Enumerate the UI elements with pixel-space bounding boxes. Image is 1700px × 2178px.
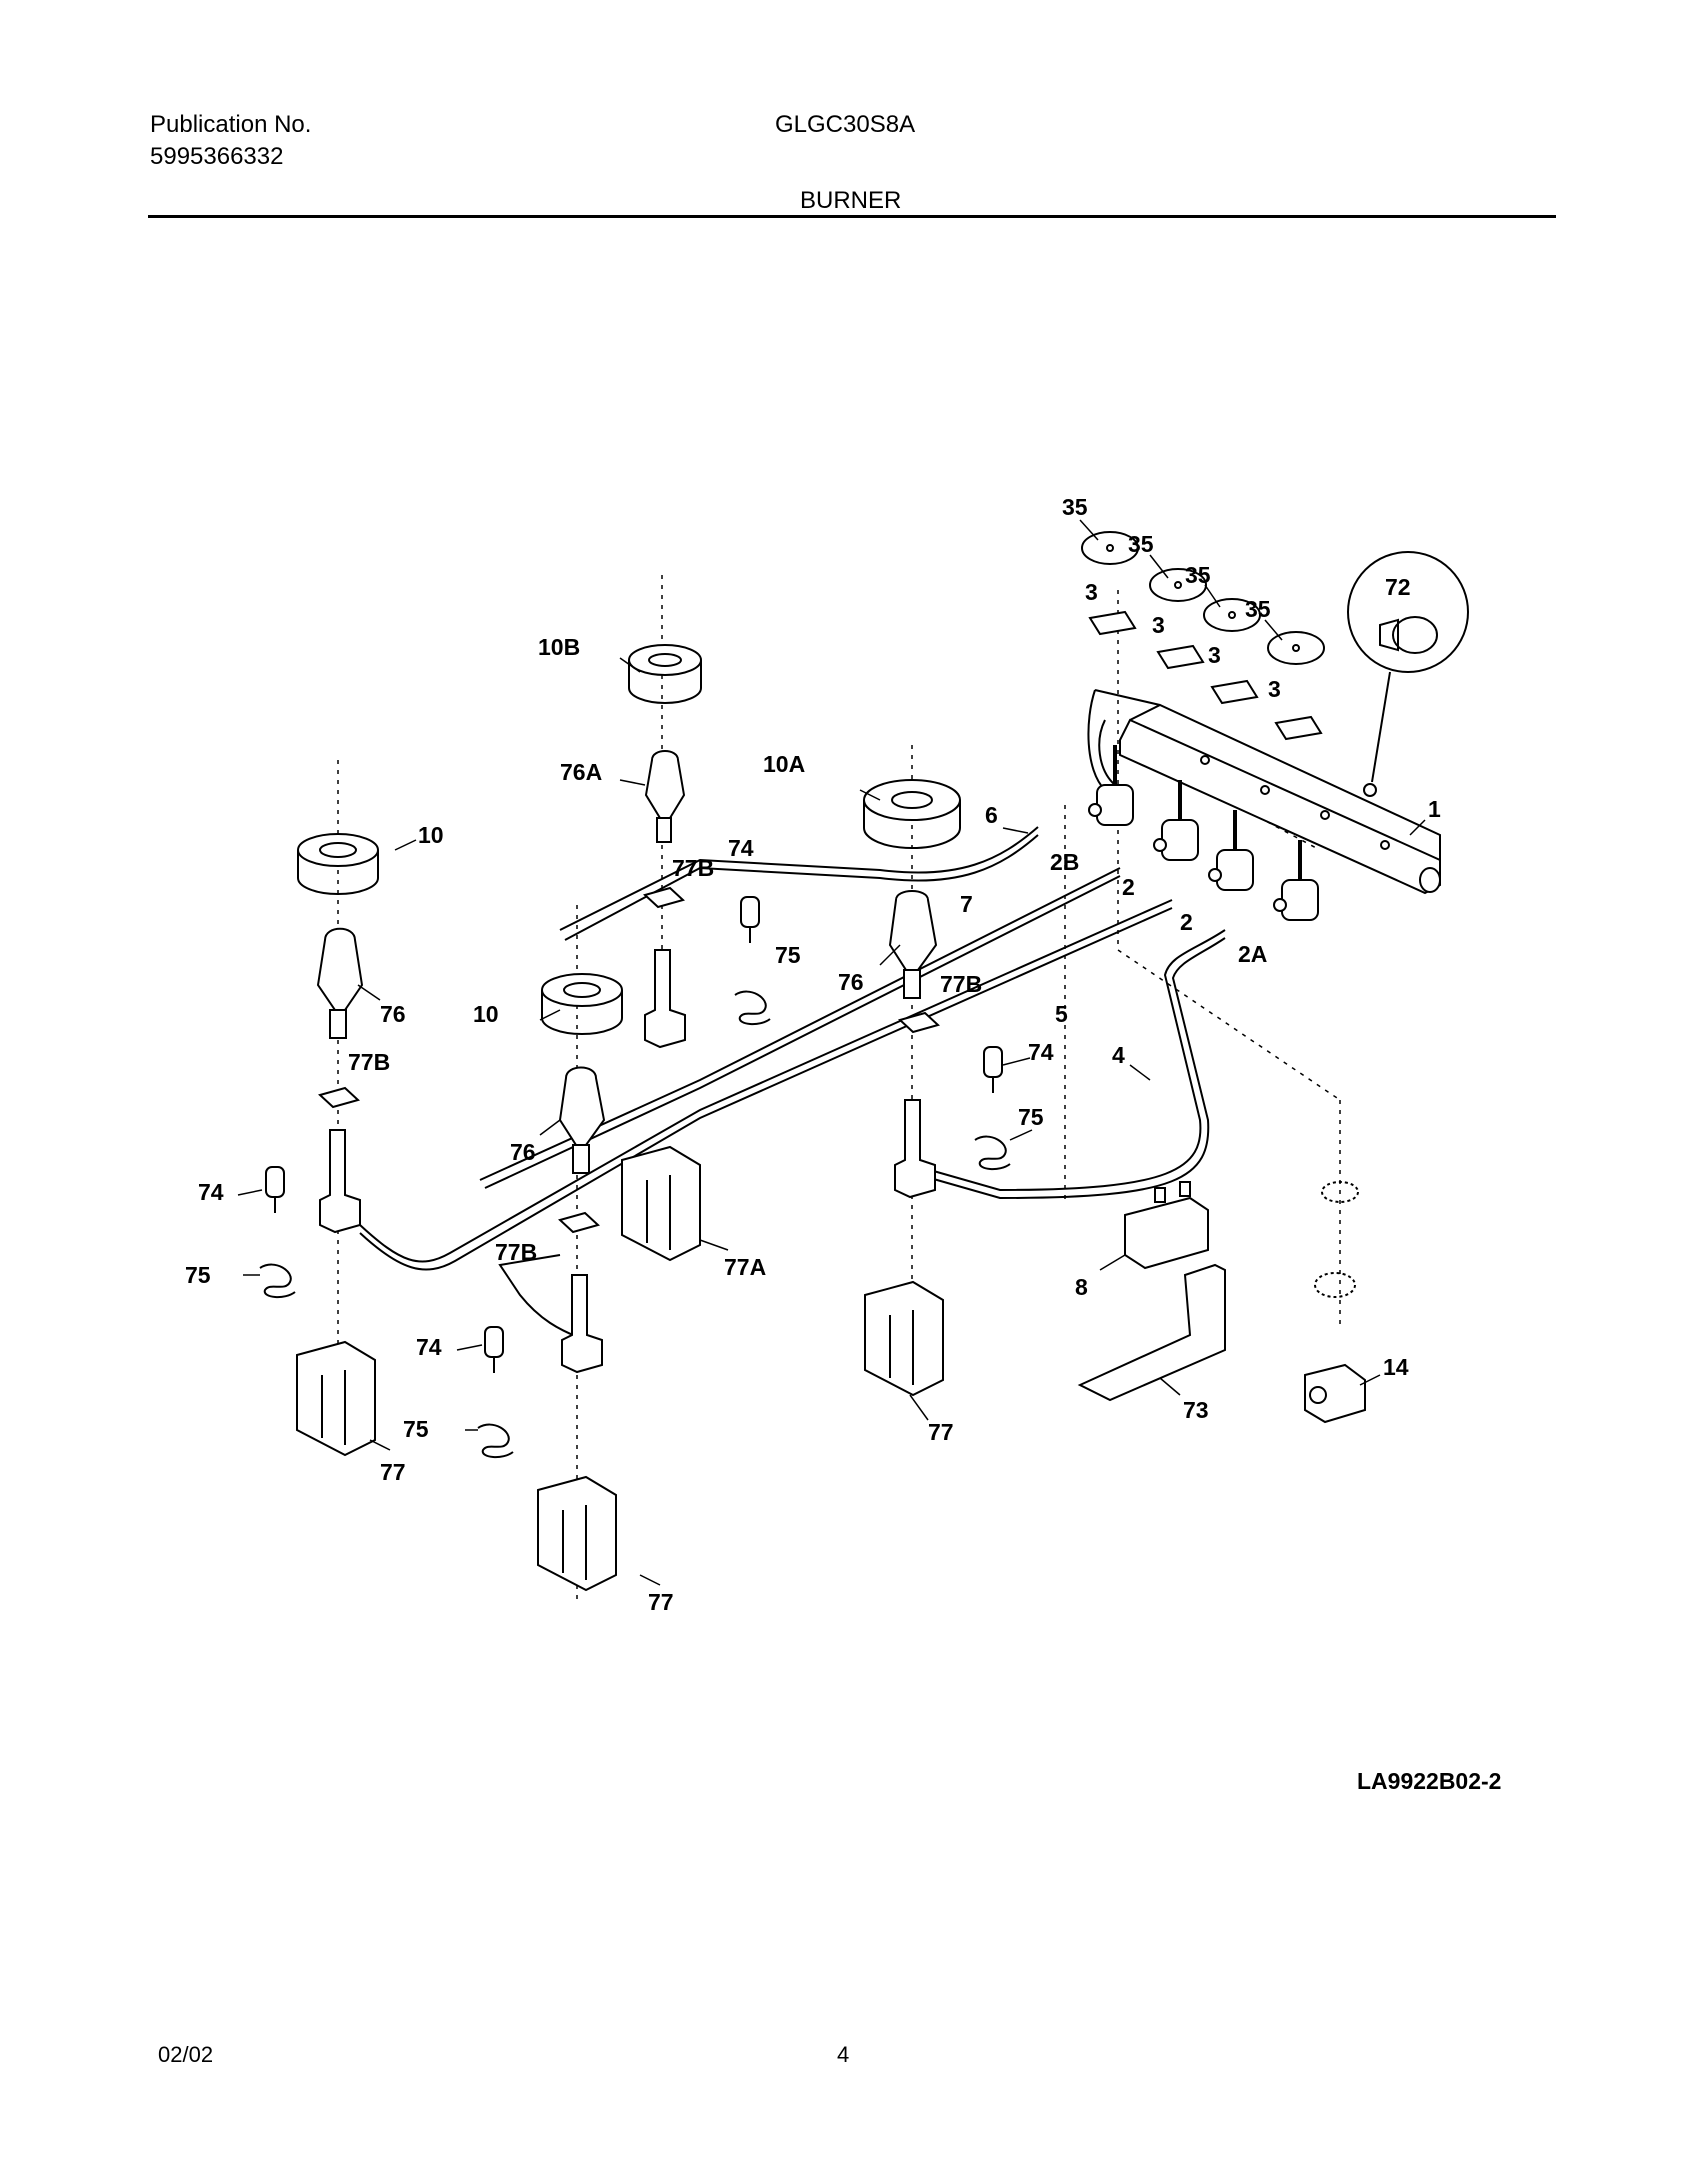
callout-35: 35 <box>1062 494 1088 520</box>
gas-tubes <box>359 826 1226 1339</box>
model-number: GLGC30S8A <box>775 111 916 138</box>
callout-6: 6 <box>985 802 998 828</box>
callout-3: 3 <box>1152 612 1165 638</box>
callout-14: 14 <box>1383 1354 1409 1380</box>
callout-72: 72 <box>1385 574 1411 600</box>
callout-2: 2 <box>1180 909 1193 935</box>
callout-75: 75 <box>185 1262 211 1288</box>
small-brackets <box>318 886 940 1234</box>
callout-75: 75 <box>403 1416 429 1442</box>
callout-3: 3 <box>1208 642 1221 668</box>
callout-35: 35 <box>1185 562 1211 588</box>
detail-72-circle <box>1347 551 1469 797</box>
callout-10: 10 <box>473 1001 499 1027</box>
diagram-reference-code: LA9922B02-2 <box>1357 1768 1502 1794</box>
callout-77b: 77B <box>672 855 714 881</box>
callout-2b: 2B <box>1050 849 1079 875</box>
spring-clips <box>259 990 1011 1458</box>
callout-7: 7 <box>960 891 973 917</box>
callout-74: 74 <box>728 835 754 861</box>
callout-76: 76 <box>838 969 864 995</box>
callout-77b: 77B <box>348 1049 390 1075</box>
callout-35: 35 <box>1128 531 1154 557</box>
callout-74: 74 <box>198 1179 224 1205</box>
callout-76: 76 <box>510 1139 536 1165</box>
burner-valves <box>1088 745 1319 921</box>
manifold-pipe <box>1087 689 1441 895</box>
header-rule <box>148 215 1556 218</box>
mounting-brackets <box>296 1145 944 1592</box>
callout-76: 76 <box>380 1001 406 1027</box>
igniters <box>265 896 1003 1373</box>
pressure-regulator <box>1304 1181 1366 1424</box>
callout-77: 77 <box>928 1419 954 1445</box>
orifice-holders <box>316 750 938 1174</box>
valve-brackets <box>1088 610 1323 741</box>
footer-date: 02/02 <box>158 2042 214 2067</box>
publication-number: 5995366332 <box>150 143 284 170</box>
spark-module-assembly <box>1077 1181 1226 1402</box>
callout-2a: 2A <box>1238 941 1267 967</box>
callout-75: 75 <box>775 942 801 968</box>
callout-4: 4 <box>1112 1042 1125 1068</box>
leader-lines <box>237 519 1426 1586</box>
callout-75: 75 <box>1018 1104 1044 1130</box>
callout-3: 3 <box>1085 579 1098 605</box>
callout-74: 74 <box>416 1334 442 1360</box>
callout-77: 77 <box>380 1459 406 1485</box>
callout-73: 73 <box>1183 1397 1209 1423</box>
section-title: BURNER <box>800 187 902 214</box>
callout-76a: 76A <box>560 759 602 785</box>
callout-3: 3 <box>1268 676 1281 702</box>
callout-77b: 77B <box>940 971 982 997</box>
callout-10a: 10A <box>763 751 805 777</box>
burner-bases <box>319 949 936 1374</box>
callout-10: 10 <box>418 822 444 848</box>
callout-77a: 77A <box>724 1254 766 1280</box>
callout-74: 74 <box>1028 1039 1054 1065</box>
callout-labels: 35 35 35 35 3 3 3 3 72 1 2B 2 2 2A 10B 7… <box>185 494 1441 1615</box>
callout-77b: 77B <box>495 1239 537 1265</box>
burner-heads <box>297 644 961 1035</box>
callout-35: 35 <box>1245 596 1271 622</box>
callout-10b: 10B <box>538 634 580 660</box>
burner-washers <box>1081 531 1325 665</box>
callout-77: 77 <box>648 1589 674 1615</box>
callout-8: 8 <box>1075 1274 1088 1300</box>
page-number: 4 <box>837 2042 850 2067</box>
publication-label: Publication No. <box>150 111 312 138</box>
callout-2: 2 <box>1122 874 1135 900</box>
callout-1: 1 <box>1428 796 1441 822</box>
callout-5: 5 <box>1055 1001 1068 1027</box>
